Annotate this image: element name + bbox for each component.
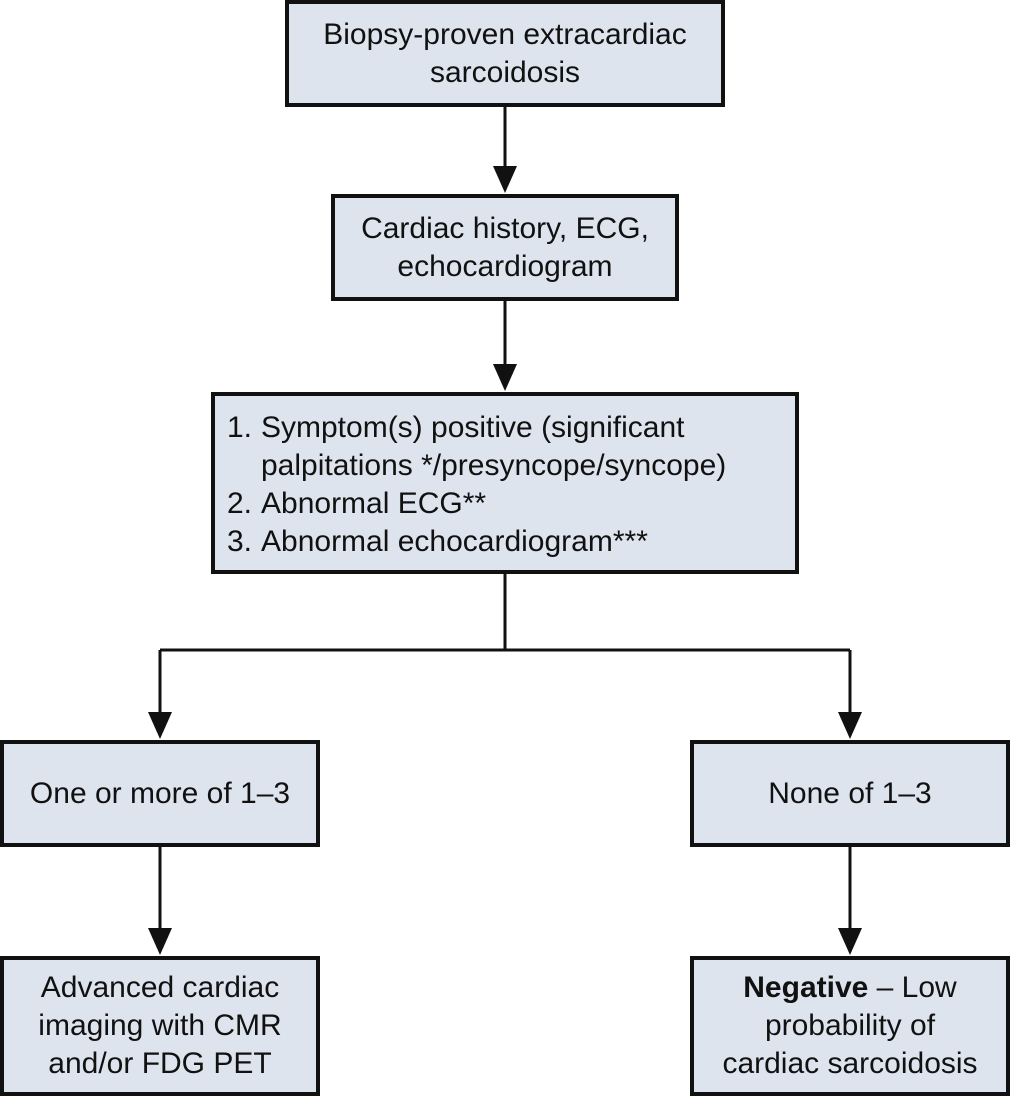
negative-outcome-line-2: probability of — [764, 1009, 936, 1042]
negative-outcome-line-3: cardiac sarcoidosis — [722, 1047, 978, 1080]
arrowhead-to-negative-branch — [838, 712, 862, 739]
negative-outcome-text: Negative – Low probability of cardiac sa… — [722, 969, 977, 1083]
arrowhead-to-criteria — [493, 364, 517, 391]
criteria-item-2-text: Abnormal ECG** — [261, 485, 486, 523]
arrowhead-to-positive-branch — [148, 712, 172, 739]
criteria-item-2-line-1: Abnormal ECG** — [261, 487, 487, 520]
positive-outcome-line-1: Advanced cardiac — [40, 971, 280, 1004]
criteria-item-1-text: Symptom(s) positive (significant palpita… — [261, 409, 726, 485]
criteria-item-1-number: 1. — [227, 411, 253, 444]
start-node-line-2: sarcoidosis — [429, 55, 581, 89]
positive-branch-label: One or more of 1–3 — [29, 776, 291, 810]
positive-outcome-node: Advanced cardiac imaging with CMR and/or… — [0, 956, 320, 1096]
arrowhead-to-positive-outcome — [148, 928, 172, 955]
criteria-item-2: 2. Abnormal ECG** — [227, 485, 726, 523]
workup-node-line-1: Cardiac history, ECG, — [361, 211, 649, 245]
arrowhead-to-workup — [493, 166, 517, 193]
negative-branch-node: None of 1–3 — [690, 740, 1010, 847]
workup-node: Cardiac history, ECG, echocardiogram — [331, 194, 679, 301]
criteria-item-3: 3. Abnormal echocardiogram*** — [227, 523, 726, 561]
criteria-item-1-line-2: palpitations */presyncope/syncope) — [261, 449, 727, 482]
criteria-list: 1. Symptom(s) positive (significant palp… — [227, 409, 726, 561]
workup-node-text: Cardiac history, ECG, echocardiogram — [361, 210, 649, 286]
negative-outcome-line-1: Negative – Low — [722, 969, 977, 1007]
arrowhead-to-negative-outcome — [838, 928, 862, 955]
start-node-text: Biopsy-proven extracardiac sarcoidosis — [323, 16, 687, 92]
criteria-item-3-line-1: Abnormal echocardiogram*** — [261, 525, 648, 558]
negative-outcome-rest: – Low — [868, 971, 957, 1004]
positive-outcome-line-3: and/or FDG PET — [48, 1047, 272, 1080]
positive-outcome-text: Advanced cardiac imaging with CMR and/or… — [38, 969, 281, 1083]
negative-outcome-node: Negative – Low probability of cardiac sa… — [690, 956, 1010, 1096]
start-node-line-1: Biopsy-proven extracardiac — [323, 17, 687, 51]
negative-outcome-bold: Negative — [743, 971, 869, 1004]
workup-node-line-2: echocardiogram — [397, 249, 613, 283]
criteria-item-3-number: 3. — [227, 525, 253, 558]
criteria-node: 1. Symptom(s) positive (significant palp… — [211, 392, 799, 574]
positive-outcome-line-2: imaging with CMR — [38, 1009, 282, 1042]
criteria-item-2-number: 2. — [227, 487, 253, 520]
start-node: Biopsy-proven extracardiac sarcoidosis — [285, 0, 725, 107]
positive-branch-node: One or more of 1–3 — [0, 740, 320, 847]
criteria-item-1: 1. Symptom(s) positive (significant palp… — [227, 409, 726, 485]
negative-branch-label: None of 1–3 — [768, 776, 932, 810]
criteria-item-3-text: Abnormal echocardiogram*** — [261, 523, 648, 561]
criteria-item-1-line-1: Symptom(s) positive (significant — [261, 411, 685, 444]
